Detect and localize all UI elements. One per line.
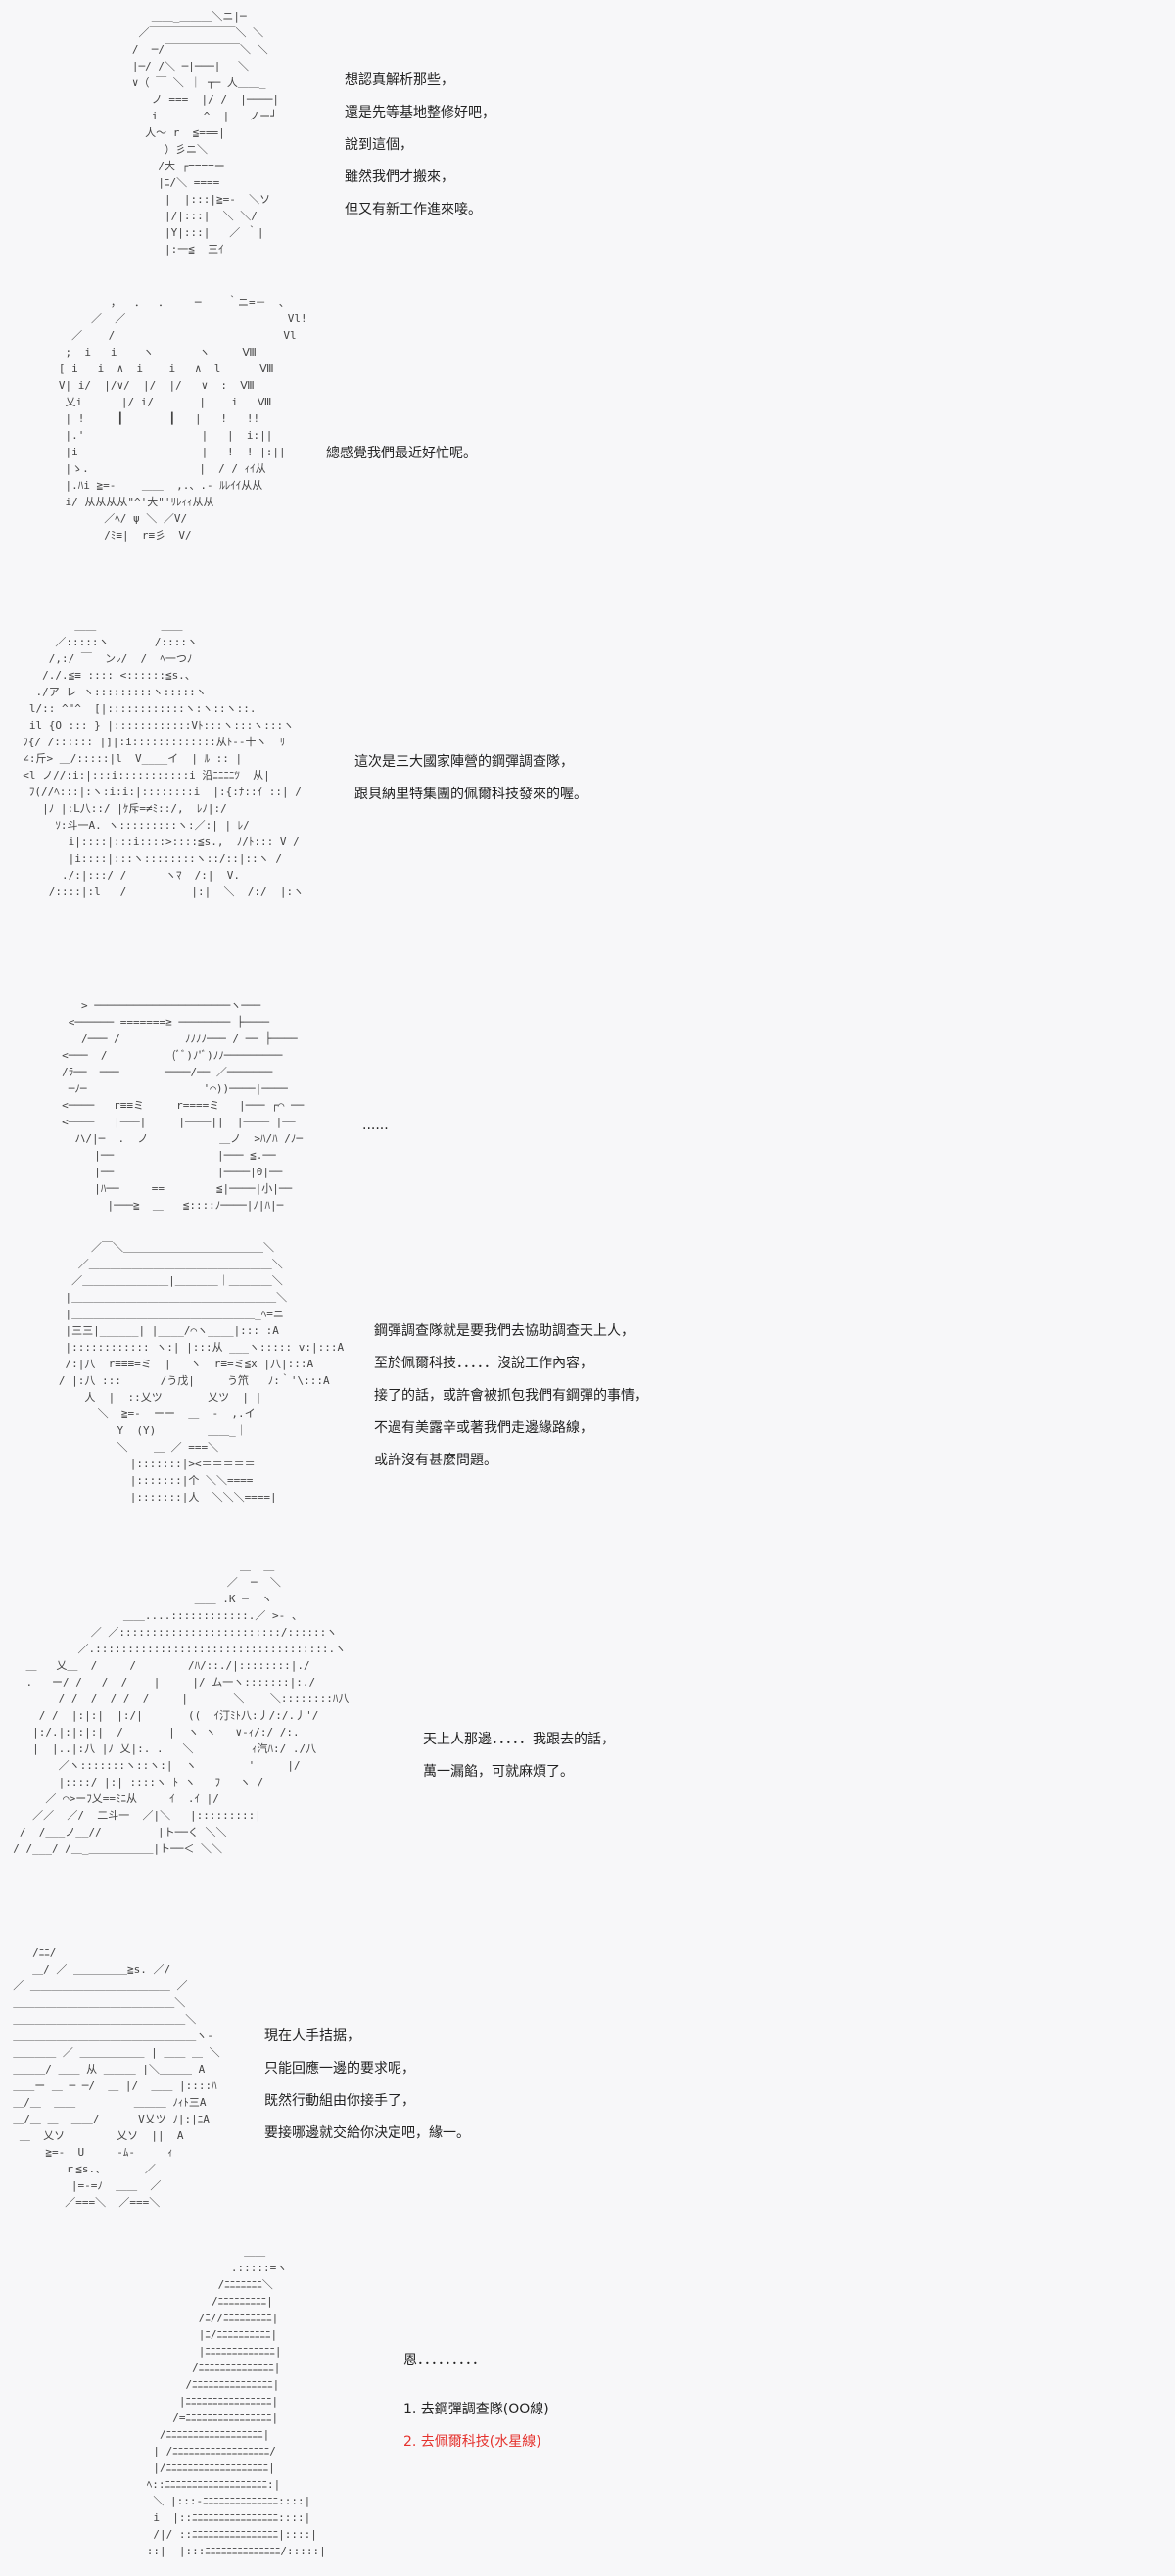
dialogue-line: 接了的話，或許會被抓包我們有鋼彈的事情， (374, 1388, 648, 1404)
dialogue-line: 只能回應一邊的要求呢， (264, 2061, 415, 2076)
dialogue-line: ...... (362, 1118, 389, 1133)
ascii-art-character: ＿＿ .:::::=ヽ /ﾆﾆﾆﾆﾆﾆﾆ＼ /ﾆﾆﾆﾆﾆﾆﾆﾆﾆ| /ﾆ//ﾆﾆ… (146, 2245, 326, 2557)
dialogue-line: 萬一漏餡，可就麻煩了。 (423, 1764, 574, 1780)
dialogue-text: 天上人那邊．．．．．我跟去的話， 萬一漏餡，可就麻煩了。 (423, 1724, 615, 1789)
dialogue-line: 總感覺我們最近好忙呢。 (326, 446, 477, 461)
choice-option: 1. 去鋼彈調查隊(OO線) (403, 2402, 549, 2417)
dialogue-line: 恩．．．．．．．．． (403, 2353, 486, 2368)
ascii-art-character: ， ． ． ─ ｀ニ=－ 、 ／ ／ Vl! ／ / Vl ; i i ヽ ヽ … (58, 296, 307, 542)
dialogue-text: 鋼彈調查隊就是要我們去協助調查天上人， 至於佩爾科技．．．．．沒說工作內容， 接了的… (374, 1315, 648, 1477)
ascii-art-character: ＿ ＿ ／ ─ ＼ ＿＿ .K ─ ヽ ＿＿....::::::::::::.／… (13, 1559, 350, 1855)
dialogue-line: 雖然我們才搬來， (345, 169, 454, 185)
ascii-art-character: ＿＿ ＿＿ ／:::::ヽ /::::ヽ /,:/ ￣ ンﾚ/ / ﾍ一つﾉ /… (23, 619, 305, 898)
dialogue-text: 這次是三大國家陣營的鋼彈調查隊， 跟貝納里特集團的佩爾科技發來的喔。 (354, 746, 588, 811)
dialogue-line: 至於佩爾科技．．．．．沒說工作內容， (374, 1356, 593, 1371)
dialogue-text: 現在人手拮据， 只能回應一邊的要求呢， 既然行動組由你接手了， 要接哪邊就交給你決定吧… (264, 2021, 470, 2150)
dialogue-text: ...... (362, 1110, 389, 1142)
ascii-art-character: > ─────────────────────ヽ─── <────── ====… (62, 999, 305, 1212)
dialogue-line: 說到這個， (345, 137, 413, 153)
dialogue-line: 還是先等基地整修好吧， (345, 105, 495, 120)
dialogue-line: 現在人手拮据， (264, 2028, 360, 2044)
ascii-art-character: ＿＿_＿＿＿＼ニ|─ ／￣￣￣￣￣￣￣￣＼ ＼ / ─/￣￣￣￣￣￣￣＼ ＼ |… (131, 10, 279, 256)
dialogue-line: 天上人那邊．．．．．我跟去的話， (423, 1732, 615, 1747)
ascii-art-character: /ﾆﾆ/ ＿/ ／ ＿＿＿＿＿≧s. ／/ ／ ＿＿＿＿＿＿＿＿＿＿＿＿＿ ／ … (13, 1946, 220, 2209)
choice-text: 恩．．．．．．．．． 1. 去鋼彈調查隊(OO線) 2. 去佩爾科技(水星線) (403, 2345, 549, 2458)
dialogue-line: 或許沒有甚麼問題。 (374, 1453, 497, 1468)
dialogue-line: 想認真解析那些， (345, 72, 454, 88)
dialogue-text: 總感覺我們最近好忙呢。 (326, 438, 477, 470)
dialogue-line: 但又有新工作進來唼。 (345, 202, 482, 217)
choice-option: 2. 去佩爾科技(水星線) (403, 2434, 541, 2450)
dialogue-line: 要接哪邊就交給你決定吧，緣一。 (264, 2125, 470, 2141)
dialogue-line: 鋼彈調查隊就是要我們去協助調查天上人， (374, 1323, 634, 1339)
ascii-art-character: ／￣＼＿＿＿＿＿＿＿＿＿＿＿＿＿＼ ／＿＿＿＿＿＿＿＿＿＿＿＿＿＿＿＿＿＼ ／＿… (58, 1241, 345, 1503)
dialogue-line: 跟貝納里特集團的佩爾科技發來的喔。 (354, 787, 588, 802)
dialogue-line: 既然行動組由你接手了， (264, 2093, 415, 2109)
dialogue-line: 不過有美露辛或著我們走邊緣路線， (374, 1420, 593, 1436)
dialogue-line: 這次是三大國家陣營的鋼彈調查隊， (354, 754, 574, 770)
dialogue-text: 想認真解析那些， 還是先等基地整修好吧， 說到這個， 雖然我們才搬來， 但又有新工作進來… (345, 65, 495, 226)
